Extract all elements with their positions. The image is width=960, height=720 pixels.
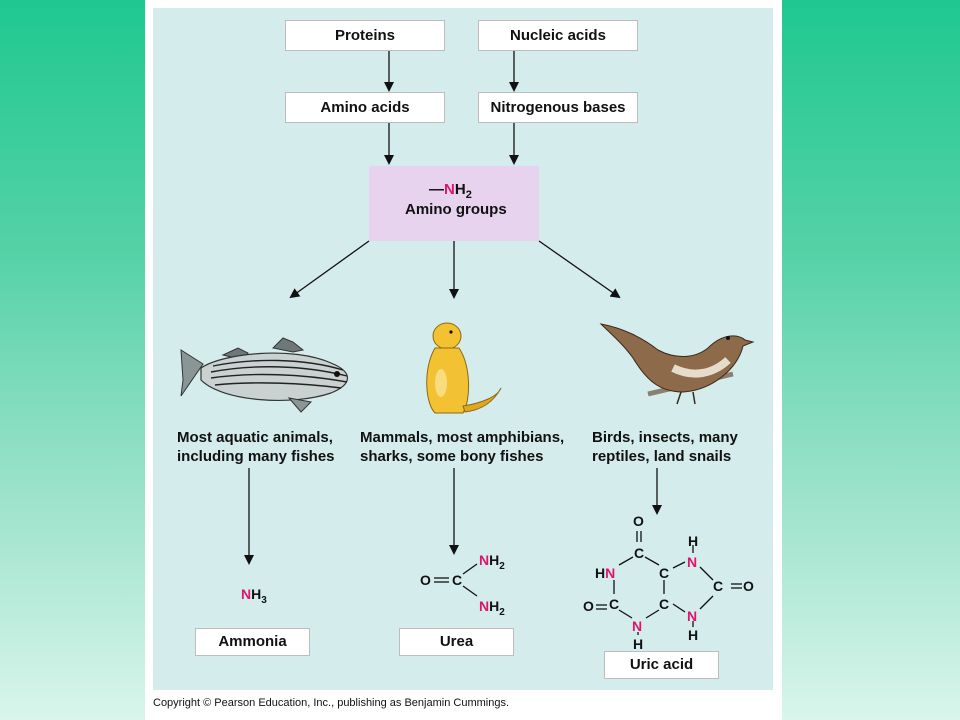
uric-c-left: C — [609, 596, 620, 612]
uric-c2: C — [634, 545, 645, 561]
mammals-line1: Mammals, most amphibians, — [360, 429, 565, 446]
uric-n-bottom: N — [632, 618, 643, 634]
copyright-notice: Copyright © Pearson Education, Inc., pub… — [153, 697, 510, 709]
formula-subscript: 2 — [465, 189, 472, 201]
slide: Proteins Nucleic acids Amino acids Nitro… — [145, 0, 782, 720]
urea-box: Urea — [399, 628, 514, 656]
uric-o-left: O — [583, 598, 594, 614]
urea-amine-bottom: NH2 — [479, 598, 505, 618]
birds-line1: Birds, insects, many — [592, 429, 738, 446]
nucleic-acids-box: Nucleic acids — [478, 20, 638, 51]
uric-c5: C — [659, 565, 670, 581]
amino-group-formula: —NH2 — [429, 180, 472, 205]
diagram-graphics — [180, 51, 755, 635]
aquatic-animals-label: Most aquatic animals, including many fis… — [177, 428, 335, 466]
aquatic-line2: including many fishes — [177, 448, 335, 465]
uric-h-lower: H — [688, 627, 699, 643]
ammonia-subscript: 3 — [261, 594, 267, 606]
uric-acid-box: Uric acid — [604, 651, 719, 679]
urea-structure-bonds — [434, 563, 478, 597]
diagram-panel: Proteins Nucleic acids Amino acids Nitro… — [153, 8, 773, 690]
proteins-box: Proteins — [285, 20, 445, 51]
uric-o-top: O — [633, 513, 644, 529]
prairie-dog-illustration — [426, 322, 502, 414]
amino-groups-label: Amino groups — [405, 201, 507, 218]
uric-o-right: O — [743, 578, 754, 594]
aquatic-line1: Most aquatic animals, — [177, 429, 333, 446]
uric-acid-structure-bonds — [596, 531, 742, 635]
arrow-groups-fish — [289, 240, 370, 299]
ammonia-formula: NH3 — [241, 586, 267, 606]
ammonia-nitrogen: N — [241, 586, 252, 602]
urea-carbon: C — [452, 572, 463, 588]
amino-groups-box — [369, 166, 539, 241]
formula-dash: — — [429, 181, 444, 198]
urea-oxygen: O — [420, 572, 431, 588]
mammals-line2: sharks, some bony fishes — [360, 448, 544, 465]
birds-line2: reptiles, land snails — [592, 448, 732, 465]
uric-h-bottom: H — [633, 636, 644, 652]
fish-illustration — [180, 337, 349, 413]
uric-h-top: H — [688, 533, 699, 549]
ammonia-box: Ammonia — [195, 628, 310, 656]
uric-c-right: C — [713, 578, 724, 594]
amino-acids-box: Amino acids — [285, 92, 445, 123]
ammonia-hydrogen: H — [251, 586, 262, 602]
uric-c4: C — [659, 596, 670, 612]
arrow-groups-bird — [538, 240, 621, 299]
mammals-label: Mammals, most amphibians, sharks, some b… — [360, 428, 564, 466]
formula-hydrogen: H — [454, 181, 466, 198]
formula-nitrogen: N — [444, 181, 455, 198]
uric-n-lower: N — [687, 608, 698, 624]
nitrogenous-bases-box: Nitrogenous bases — [478, 92, 638, 123]
urea-amine-top: NH2 — [479, 552, 505, 572]
birds-label: Birds, insects, many reptiles, land snai… — [592, 428, 738, 466]
uric-hn: HN — [595, 565, 616, 581]
uric-n-top: N — [687, 554, 698, 570]
bird-illustration — [599, 323, 755, 405]
